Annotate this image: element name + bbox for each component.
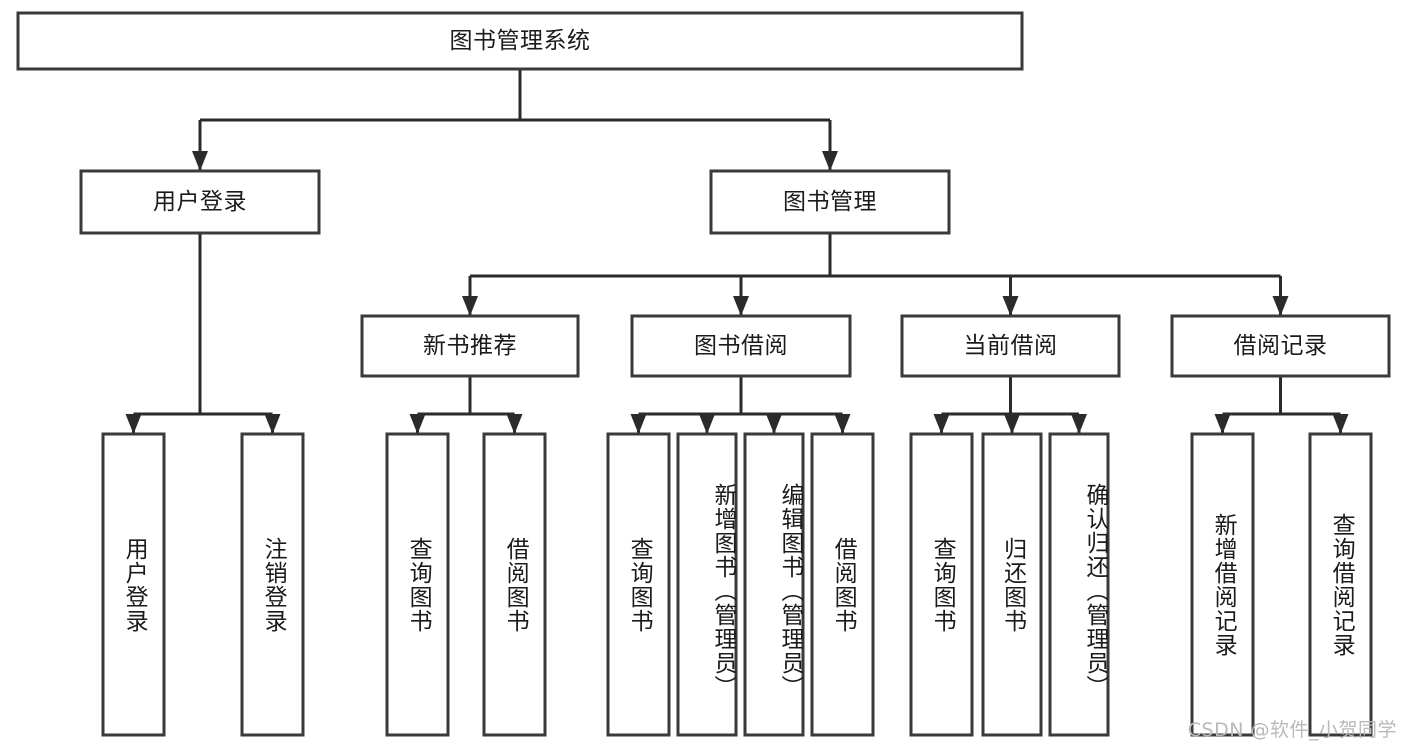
node-box-leaf13[interactable] <box>1308 432 1373 737</box>
arrow-head <box>1071 414 1087 434</box>
arrow-head <box>409 414 426 434</box>
edges-layer <box>125 69 1349 434</box>
node-box-l3c[interactable] <box>900 314 1121 378</box>
node-box-leaf09[interactable] <box>909 432 974 737</box>
node-box-root[interactable] <box>16 11 1024 71</box>
node-box-l2b[interactable] <box>709 169 951 235</box>
node-box-leaf03[interactable] <box>385 432 450 737</box>
node-box-leaf01[interactable] <box>101 432 166 737</box>
node-box-leaf06[interactable] <box>676 432 738 737</box>
node-box-leaf11[interactable] <box>1048 432 1110 737</box>
node-box-leaf10[interactable] <box>981 432 1043 737</box>
arrow-head <box>933 414 950 434</box>
arrow-head <box>1272 296 1289 316</box>
node-box-leaf05[interactable] <box>606 432 671 737</box>
watermark: CSDN @软件_小贺同学 <box>1187 719 1397 741</box>
arrow-head <box>733 296 749 316</box>
node-box-leaf08[interactable] <box>810 432 875 737</box>
node-box-l2a[interactable] <box>79 169 321 235</box>
arrow-head <box>699 414 715 434</box>
node-box-leaf07[interactable] <box>743 432 805 737</box>
node-box-l3a[interactable] <box>360 314 580 378</box>
arrow-head <box>506 414 523 434</box>
arrow-head <box>192 151 208 171</box>
arrow-head <box>1004 414 1020 434</box>
arrow-head <box>630 414 647 434</box>
arrow-head <box>822 151 838 171</box>
node-box-leaf04[interactable] <box>482 432 547 737</box>
arrow-head <box>834 414 851 434</box>
node-box-l3d[interactable] <box>1170 314 1391 378</box>
node-box-leaf12[interactable] <box>1190 432 1255 737</box>
arrow-head <box>264 414 281 434</box>
node-box-l3b[interactable] <box>630 314 852 378</box>
arrow-head <box>125 414 142 434</box>
arrow-head <box>462 296 478 316</box>
arrow-head <box>1214 414 1231 434</box>
boxes-layer <box>16 11 1391 737</box>
arrow-head <box>766 414 782 434</box>
node-box-leaf02[interactable] <box>240 432 305 737</box>
arrow-head <box>1332 414 1349 434</box>
arrow-head <box>1002 296 1019 316</box>
